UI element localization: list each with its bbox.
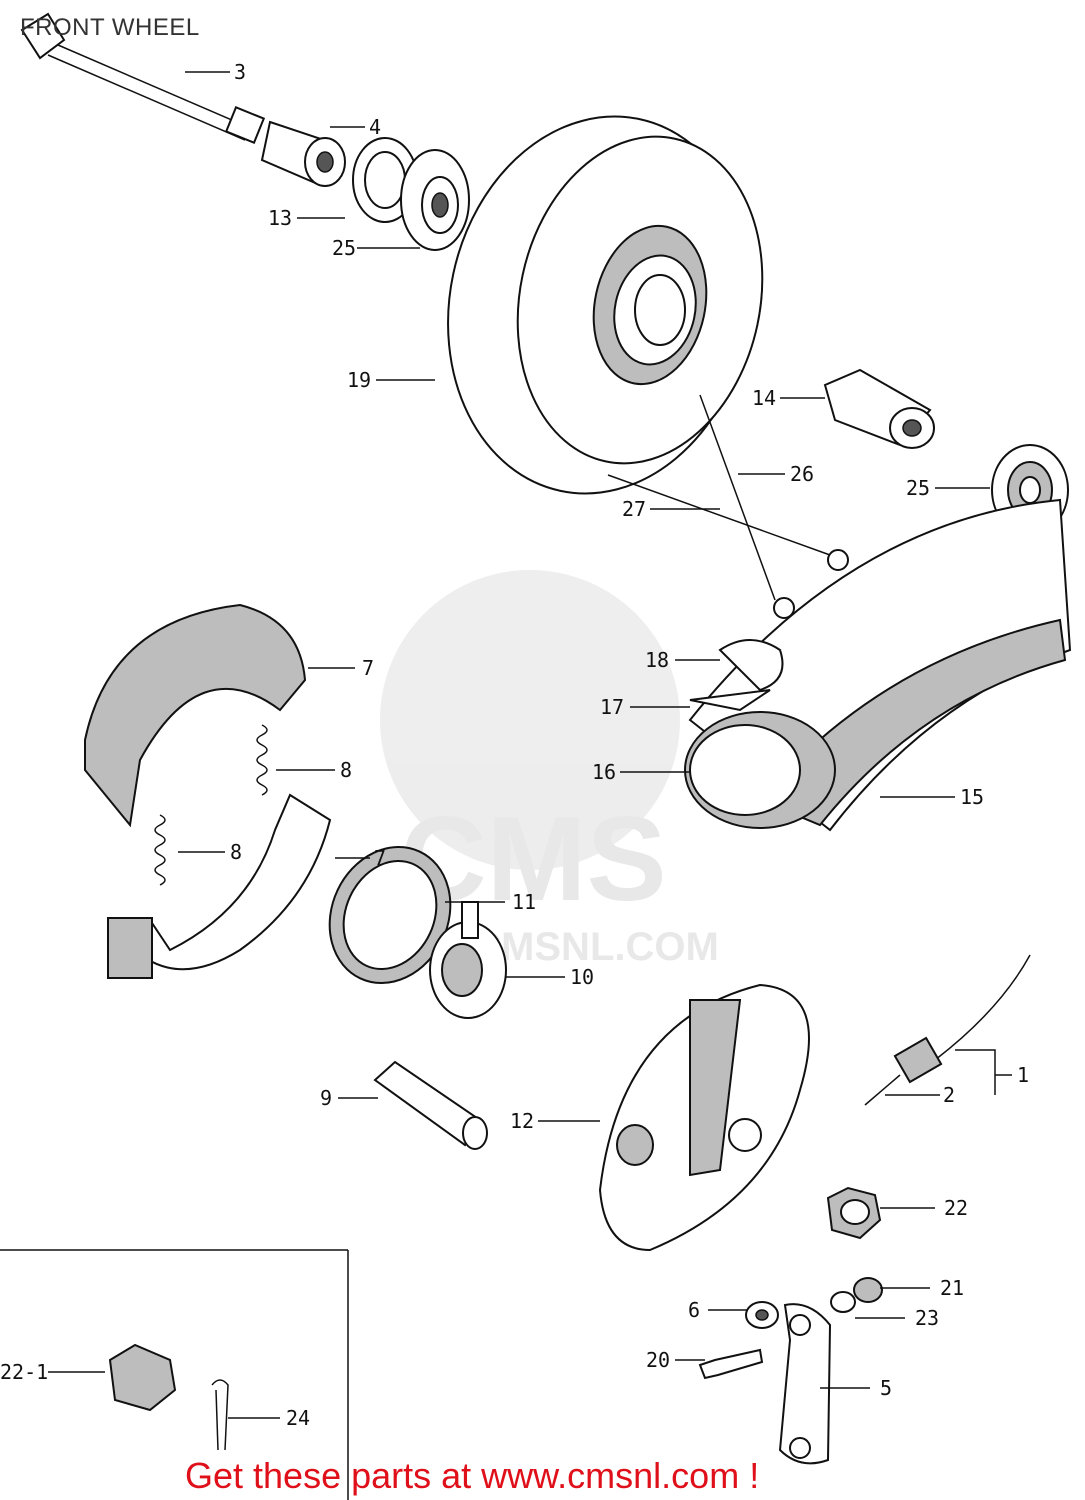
part-9-cam[interactable] [373,1060,488,1150]
label-14: 14 [752,386,776,410]
part-20-bolt[interactable] [698,1348,764,1380]
label-7-upper: 7 [362,656,374,680]
label-1: 1 [1017,1063,1029,1087]
part-24-cotter-pin[interactable] [211,1379,229,1451]
footer-promo-link[interactable]: Get these parts at www.cmsnl.com ! [185,1455,760,1496]
label-7-lower: 7 [374,846,386,870]
part-26-27-spokes[interactable] [607,394,849,619]
part-5-brake-arm[interactable] [778,1303,832,1465]
part-21-nut[interactable] [853,1277,883,1303]
label-9: 9 [320,1086,332,1110]
label-17: 17 [600,695,624,719]
part-17-flap [689,689,771,712]
label-26: 26 [790,462,814,486]
label-4: 4 [369,115,381,139]
callout-labels: 3 4 13 25 19 14 26 27 25 7 8 8 7 18 17 1… [0,60,1029,1430]
part-10-gear[interactable] [429,901,507,1019]
label-16: 16 [592,760,616,784]
label-22-1: 22-1 [0,1360,48,1384]
part-7-brake-shoe-lower[interactable] [107,793,332,979]
label-23: 23 [915,1306,939,1330]
label-6: 6 [688,1298,700,1322]
label-24: 24 [286,1406,310,1430]
label-12: 12 [510,1109,534,1133]
label-19: 19 [347,368,371,392]
label-15: 15 [960,785,984,809]
leader-lines [48,71,1012,1419]
part-25-bearing-upper[interactable] [400,149,470,251]
part-6-washer[interactable] [745,1301,779,1329]
label-10: 10 [570,965,594,989]
label-25-lower: 25 [906,476,930,500]
part-15-rim[interactable] [684,498,1072,832]
part-19-hub[interactable] [414,88,792,522]
page-title: FRONT WHEEL [20,14,200,41]
part-23-washer[interactable] [830,1291,856,1313]
label-20: 20 [646,1348,670,1372]
label-13: 13 [268,206,292,230]
part-7-brake-shoe-upper[interactable] [84,603,307,828]
part-3-axle[interactable] [20,12,266,144]
part-22-nut[interactable] [826,1186,882,1240]
label-5: 5 [880,1376,892,1400]
label-22: 22 [944,1196,968,1220]
label-11: 11 [512,890,536,914]
label-27: 27 [622,497,646,521]
part-8-spring-upper[interactable] [256,724,268,796]
label-2: 2 [943,1083,955,1107]
label-18: 18 [645,648,669,672]
label-8-lower: 8 [230,840,242,864]
label-8-upper: 8 [340,758,352,782]
inset-box [0,1249,349,1500]
label-25-upper: 25 [332,236,356,260]
label-21: 21 [940,1276,964,1300]
part-1-2-cable[interactable] [864,954,1031,1106]
part-16-tube-valve [689,724,801,816]
label-3: 3 [234,60,246,84]
part-12-brake-panel[interactable] [598,983,810,1252]
part-4-collar[interactable] [260,120,346,187]
part-22-1-castle-nut[interactable] [108,1343,177,1412]
part-8-spring-lower[interactable] [154,814,166,886]
part-11-seal-ring[interactable] [308,827,472,1003]
part-18-clip [718,639,784,692]
part-14-spacer[interactable] [823,368,935,449]
